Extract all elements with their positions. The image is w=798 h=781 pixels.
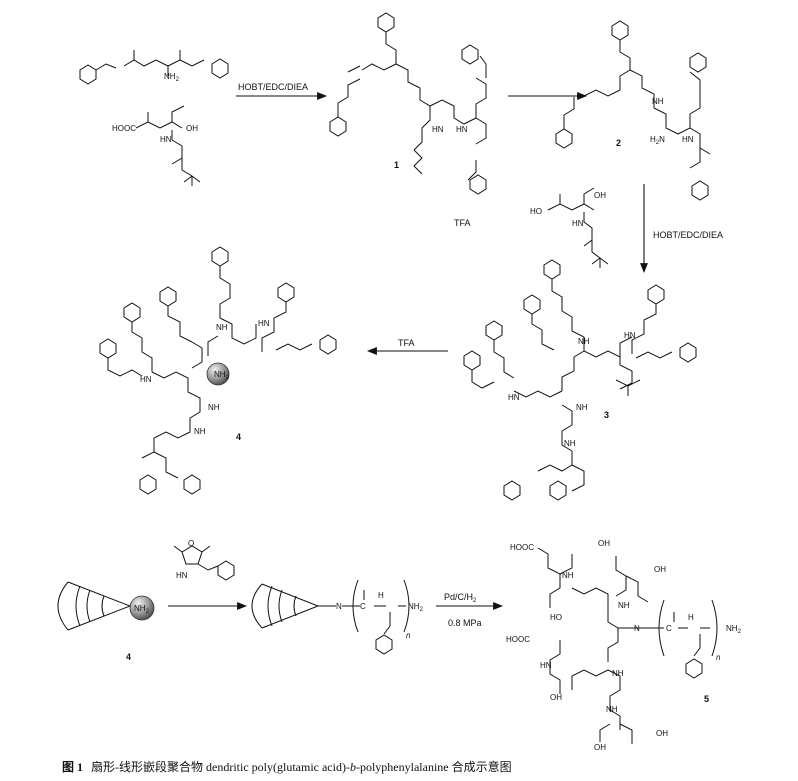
label-nh-c2: NH	[652, 97, 664, 106]
label-nh-c3e: NH	[564, 439, 576, 448]
reagent-label-pressure: 0.8 MPa	[448, 618, 482, 628]
label-oh-c5m: OH	[656, 729, 668, 738]
label-nh2-core-c4: NH2	[214, 370, 230, 381]
reagent-label-catalyst: Pd/C/H2	[444, 592, 477, 604]
compound-5-structure	[537, 547, 652, 744]
label-nh-c4e: NH	[194, 427, 206, 436]
label-oh-c5b: OH	[598, 539, 610, 548]
label-c-right: C	[666, 624, 672, 633]
label-hn-c2: HN	[682, 135, 694, 144]
compound-2-structure	[555, 20, 711, 201]
label-nh-c4a: NH	[216, 323, 228, 332]
boc-glu-reagent-structure	[547, 187, 609, 268]
phe-nca-structure	[173, 545, 235, 581]
label-nh-c3a: NH	[578, 337, 590, 346]
core-ball-bottom-4	[129, 595, 155, 621]
label-nh2-right: NH2	[726, 624, 742, 635]
polyphe-chain-mid	[342, 579, 410, 655]
label-n-italic-right: n	[716, 653, 721, 662]
compound-3-structure	[463, 259, 697, 501]
figure-caption: 图 1 扇形-线形嵌段聚合物 dendritic poly(glutamic ac…	[62, 758, 512, 775]
label-nh-c5e: NH	[618, 601, 630, 610]
label-hn-nca: HN	[176, 571, 188, 580]
label-hn-boc: HN	[160, 135, 172, 144]
polyphe-chain-right	[652, 599, 718, 679]
reagent-label-coupling-1: HOBT/EDC/DIEA	[238, 82, 308, 92]
caption-text-c: -polyphenylalanine	[355, 760, 449, 774]
label-n-c5: N	[634, 624, 640, 633]
dibenzyl-glutamate-structure	[79, 50, 229, 85]
label-nh-c5d: NH	[562, 571, 574, 580]
caption-text-a: dendritic poly(glutamic acid)-	[206, 760, 350, 774]
label-nh-c5i: NH	[612, 669, 624, 678]
compound-number-2: 2	[616, 138, 621, 148]
label-n-mid: N	[336, 602, 342, 611]
label-h-mid: H	[378, 591, 384, 600]
label-hn-c4b: HN	[258, 319, 270, 328]
reagent-label-coupling-2: HOBT/EDC/DIEA	[653, 230, 723, 240]
label-nh-c3d: NH	[576, 403, 588, 412]
label-hn-reagent: HN	[572, 219, 584, 228]
compound-number-3: 3	[604, 410, 609, 420]
label-hn-c5h: HN	[540, 661, 552, 670]
label-hn-c3b: HN	[624, 331, 636, 340]
label-hooc-c5g: HOOC	[506, 635, 530, 644]
compound-number-4: 4	[236, 432, 241, 442]
label-hn-c1: HN	[432, 125, 444, 134]
compound-4-structure	[99, 246, 337, 495]
compound-number-1: 1	[394, 160, 399, 170]
label-ho-reagent: HO	[530, 207, 542, 216]
caption-text-cn2: 合成示意图	[451, 760, 512, 774]
label-hooc-boc: HOOC	[112, 124, 136, 133]
compound-number-4-bottom: 4	[126, 652, 131, 662]
label-nh-c5k: NH	[606, 705, 618, 714]
label-hn-c4c: HN	[140, 375, 152, 384]
label-nh2-core-bottom: NH2	[134, 604, 150, 615]
dendron-wedge-mid	[251, 583, 336, 629]
dendron-wedge-left	[57, 581, 132, 631]
reagent-label-deprotect-top: TFA	[454, 218, 471, 228]
caption-text-cn: 扇形-线形嵌段聚合物	[91, 760, 204, 774]
figure-label: 图 1	[62, 760, 84, 774]
label-ho-c5f: HO	[550, 613, 562, 622]
label-nh2-start: NH2	[164, 72, 180, 83]
label-h-right: H	[688, 613, 694, 622]
label-oh-c5c: OH	[654, 565, 666, 574]
caption-text-b: b	[349, 760, 356, 774]
label-n-italic-mid: n	[406, 631, 411, 640]
label-oh-c5j: OH	[550, 693, 562, 702]
boc-glutamic-acid-structure	[135, 105, 201, 186]
compound-1-structure	[329, 12, 487, 195]
core-ball-compound-4	[206, 362, 230, 386]
label-oh-c5l: OH	[594, 743, 606, 752]
label-hn-c1b: HN	[456, 125, 468, 134]
reagent-label-deprotect-mid: TFA	[398, 338, 415, 348]
label-hooc-c5a: HOOC	[510, 543, 534, 552]
label-oh-reagent: OH	[594, 191, 606, 200]
label-o-nca: O	[188, 539, 194, 548]
label-nh2-mid: NH2	[408, 602, 424, 613]
label-nh-c4d: NH	[208, 403, 220, 412]
label-h2n-c2: H2N	[650, 135, 665, 146]
label-c-mid: C	[360, 602, 366, 611]
compound-number-5: 5	[704, 694, 709, 704]
label-hn-c3c: HN	[508, 393, 520, 402]
label-oh-boc: OH	[186, 124, 198, 133]
